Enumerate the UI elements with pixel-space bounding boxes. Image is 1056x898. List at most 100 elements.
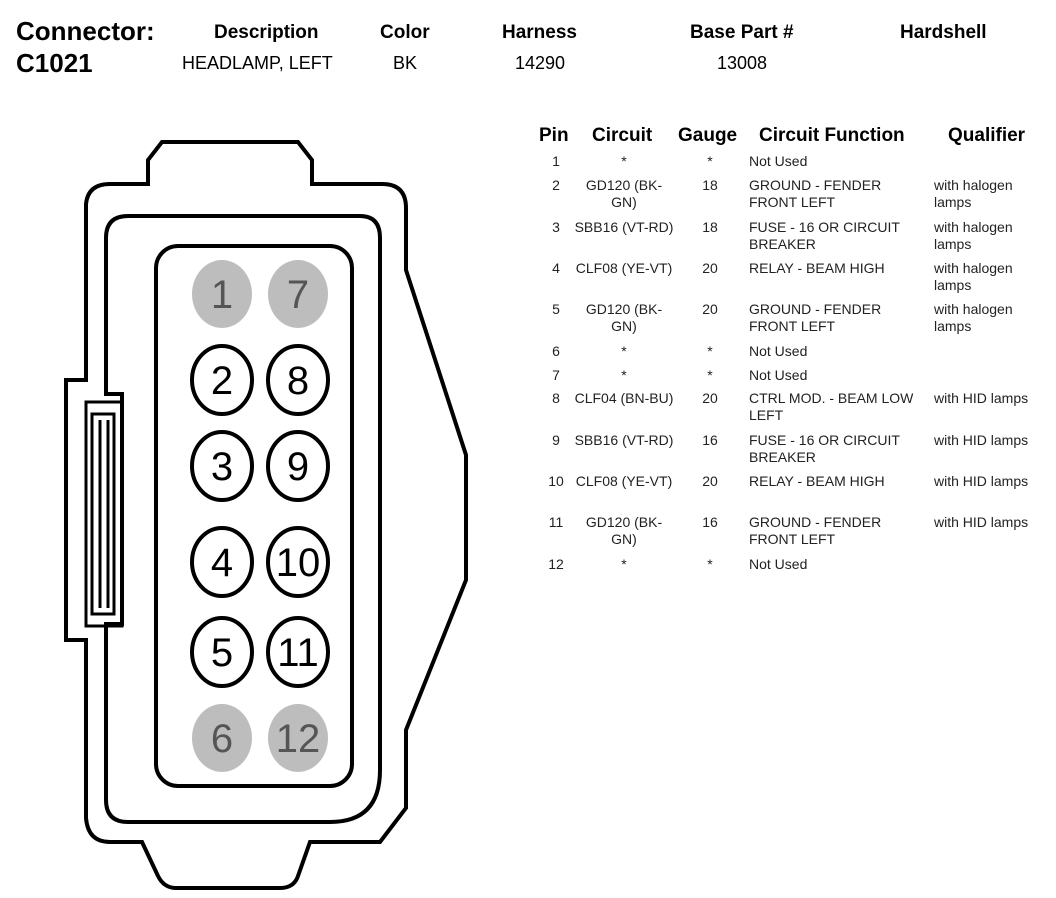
pin-10: 10 bbox=[266, 526, 330, 598]
cell-function: CTRL MOD. - BEAM LOW LEFT bbox=[749, 390, 914, 423]
cell-circuit: CLF08 (YE-VT) bbox=[575, 260, 673, 276]
pin-8: 8 bbox=[266, 344, 330, 416]
base-part-value: 13008 bbox=[717, 53, 768, 73]
cell-gauge: 20 bbox=[702, 473, 718, 489]
cell-qualifier: with HID lamps bbox=[934, 473, 1029, 489]
cell-function: GROUND - FENDER FRONT LEFT bbox=[749, 514, 882, 547]
pin-circle bbox=[266, 430, 330, 502]
cell-qualifier: with HID lamps bbox=[934, 390, 1029, 406]
cell-circuit: GD120 (BK-GN) bbox=[585, 177, 663, 210]
pin-circle bbox=[266, 526, 330, 598]
cell-circuit: CLF08 (YE-VT) bbox=[575, 473, 673, 489]
pin-circle bbox=[192, 704, 252, 772]
hardshell-label: Hardshell bbox=[900, 22, 987, 43]
cell-gauge: * bbox=[707, 556, 713, 572]
cell-pin: 9 bbox=[552, 432, 560, 448]
cell-circuit: * bbox=[621, 153, 627, 169]
cell-gauge: 16 bbox=[702, 432, 718, 448]
harness-value: 14290 bbox=[515, 53, 566, 73]
connector-id: C1021 bbox=[16, 48, 93, 78]
col-header-function: Circuit Function bbox=[759, 125, 905, 146]
pin-label: 4 bbox=[211, 541, 233, 585]
pin-label: 3 bbox=[211, 445, 233, 489]
col-header-gauge: Gauge bbox=[678, 125, 738, 146]
cell-pin: 2 bbox=[552, 177, 560, 193]
cell-gauge: * bbox=[707, 343, 713, 359]
side-latch bbox=[84, 400, 124, 628]
harness-label: Harness bbox=[502, 22, 577, 43]
pin-7: 7 bbox=[268, 260, 328, 328]
cell-pin: 8 bbox=[552, 390, 560, 406]
pin-label: 12 bbox=[276, 717, 321, 761]
color-value: BK bbox=[393, 53, 418, 73]
cell-pin: 1 bbox=[552, 153, 560, 169]
pin-4: 4 bbox=[190, 526, 254, 598]
color-label: Color bbox=[380, 22, 430, 43]
pin-circle bbox=[268, 704, 328, 772]
pin-2: 2 bbox=[190, 344, 254, 416]
cell-qualifier: with HID lamps bbox=[934, 432, 1029, 448]
latch-outer bbox=[84, 400, 124, 628]
cell-function: RELAY - BEAM HIGH bbox=[749, 260, 885, 276]
cell-qualifier: with HID lamps bbox=[934, 514, 1029, 530]
cell-pin: 6 bbox=[552, 343, 560, 359]
cell-gauge: 16 bbox=[702, 514, 718, 530]
pin-label: 1 bbox=[211, 273, 233, 317]
cell-circuit: CLF04 (BN-BU) bbox=[574, 390, 674, 406]
cell-gauge: 18 bbox=[702, 219, 718, 235]
pin-circle bbox=[266, 344, 330, 416]
pin-11: 11 bbox=[266, 616, 330, 688]
pin-circle bbox=[190, 344, 254, 416]
pin-1: 1 bbox=[192, 260, 252, 328]
pin-label: 11 bbox=[277, 631, 319, 675]
cell-pin: 5 bbox=[552, 301, 560, 317]
cell-pin: 4 bbox=[552, 260, 560, 276]
cell-qualifier: with halogen lamps bbox=[934, 219, 1013, 252]
connector-housing bbox=[64, 140, 468, 890]
pin-circle bbox=[190, 526, 254, 598]
cell-circuit: SBB16 (VT-RD) bbox=[574, 432, 674, 448]
col-header-qualifier: Qualifier bbox=[948, 125, 1026, 146]
pin-circle bbox=[190, 616, 254, 688]
cell-function: GROUND - FENDER FRONT LEFT bbox=[749, 301, 882, 334]
base-part-label: Base Part # bbox=[690, 22, 794, 43]
pin-circle bbox=[190, 430, 254, 502]
latch-inner bbox=[90, 412, 116, 616]
pin-circle bbox=[192, 260, 252, 328]
cell-gauge: 18 bbox=[702, 177, 718, 193]
cell-circuit: * bbox=[621, 367, 627, 383]
pin-12: 12 bbox=[268, 704, 328, 772]
cell-pin: 3 bbox=[552, 219, 560, 235]
cell-qualifier: with halogen lamps bbox=[934, 301, 1013, 334]
cell-circuit: GD120 (BK-GN) bbox=[585, 301, 663, 334]
cell-gauge: * bbox=[707, 367, 713, 383]
cell-qualifier: with halogen lamps bbox=[934, 177, 1013, 210]
pin-cavity bbox=[154, 244, 354, 788]
pin-label: 2 bbox=[211, 359, 233, 403]
cell-circuit: GD120 (BK-GN) bbox=[585, 514, 663, 547]
cell-circuit: SBB16 (VT-RD) bbox=[574, 219, 674, 235]
pin-label: 5 bbox=[211, 631, 233, 675]
cell-function: FUSE - 16 OR CIRCUIT BREAKER bbox=[749, 432, 900, 465]
pin-label: 10 bbox=[276, 541, 321, 585]
cell-pin: 11 bbox=[548, 514, 564, 530]
cell-function: RELAY - BEAM HIGH bbox=[749, 473, 885, 489]
col-header-circuit: Circuit bbox=[592, 125, 653, 146]
pin-9: 9 bbox=[266, 430, 330, 502]
cell-gauge: 20 bbox=[702, 260, 718, 276]
cell-gauge: 20 bbox=[702, 390, 718, 406]
pin-circle bbox=[266, 616, 330, 688]
cell-pin: 10 bbox=[548, 473, 564, 489]
housing-outer bbox=[64, 140, 468, 890]
cell-circuit: * bbox=[621, 343, 627, 359]
cell-gauge: * bbox=[707, 153, 713, 169]
cell-circuit: * bbox=[621, 556, 627, 572]
pin-6: 6 bbox=[192, 704, 252, 772]
col-header-pin: Pin bbox=[539, 125, 569, 146]
cell-function: GROUND - FENDER FRONT LEFT bbox=[749, 177, 882, 210]
cell-gauge: 20 bbox=[702, 301, 718, 317]
cell-function: Not Used bbox=[749, 343, 808, 359]
pin-label: 9 bbox=[287, 445, 309, 489]
